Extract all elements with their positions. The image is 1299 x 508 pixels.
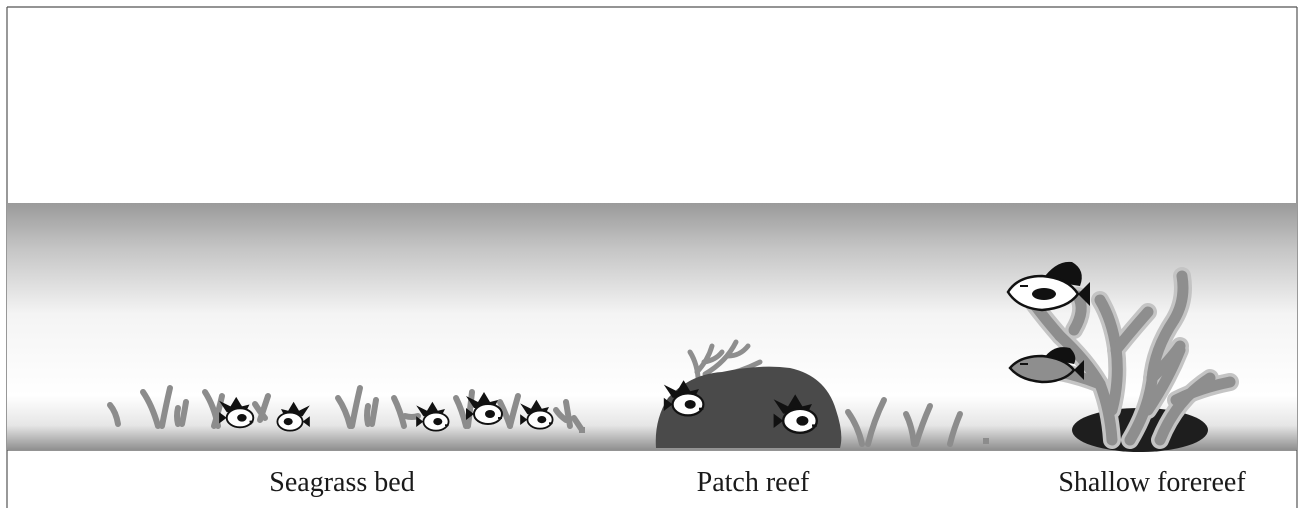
label-shallow-forereef: Shallow forereef — [1058, 466, 1245, 500]
label-seagrass-bed: Seagrass bed — [269, 466, 414, 500]
label-patch-reef: Patch reef — [697, 466, 810, 500]
seagrass-blade-icon — [579, 427, 585, 433]
seagrass-blade-icon — [983, 438, 989, 444]
